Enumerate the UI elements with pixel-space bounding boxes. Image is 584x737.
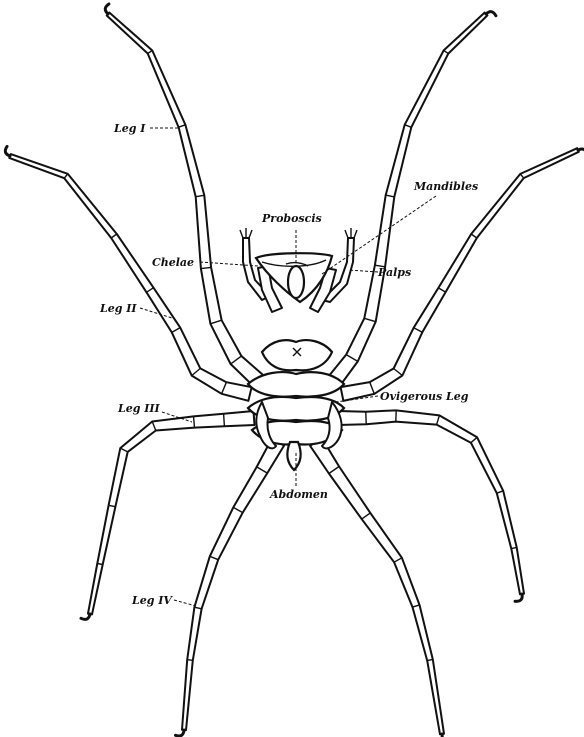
leg-2-left-claw — [5, 146, 10, 156]
leg-3-left-joint — [97, 564, 102, 565]
cephalon — [262, 340, 332, 370]
palp-right-tip — [345, 228, 357, 238]
trunk-segment-1 — [248, 372, 344, 397]
label-leg-4: Leg IV — [131, 594, 173, 607]
leader-leg-4 — [174, 600, 196, 606]
leg-3-left-joint — [194, 416, 195, 427]
label-ovigerous-leg: Ovigerous Leg — [380, 390, 469, 403]
leg-1-left — [107, 13, 267, 390]
leg-3-left-joint — [224, 414, 225, 427]
leg-1-right — [326, 13, 487, 389]
leg-3-right-claw — [515, 594, 522, 601]
label-abdomen: Abdomen — [269, 488, 328, 501]
label-palps: Palps — [377, 266, 411, 279]
palp-left-tip — [240, 228, 252, 238]
label-leg-3: Leg III — [117, 402, 161, 415]
label-leg-2: Leg II — [99, 302, 137, 315]
leg-4-left-claw — [176, 730, 185, 736]
leg-3-left-claw — [81, 614, 90, 619]
label-chelae: Chelae — [152, 256, 194, 269]
proboscis-center — [288, 266, 304, 298]
label-proboscis: Proboscis — [261, 212, 322, 225]
leg-4-right — [310, 438, 444, 734]
abdomen-shape — [287, 442, 300, 470]
label-mandibles: Mandibles — [413, 180, 478, 193]
leg-4-left — [182, 439, 284, 731]
leg-3-left — [88, 411, 255, 614]
leg-4-left-joint — [187, 660, 193, 661]
leg-3-right — [338, 410, 524, 594]
label-leg-1: Leg I — [113, 122, 146, 135]
leg-2-left — [9, 154, 251, 401]
leg-1-left-claw — [105, 4, 109, 14]
